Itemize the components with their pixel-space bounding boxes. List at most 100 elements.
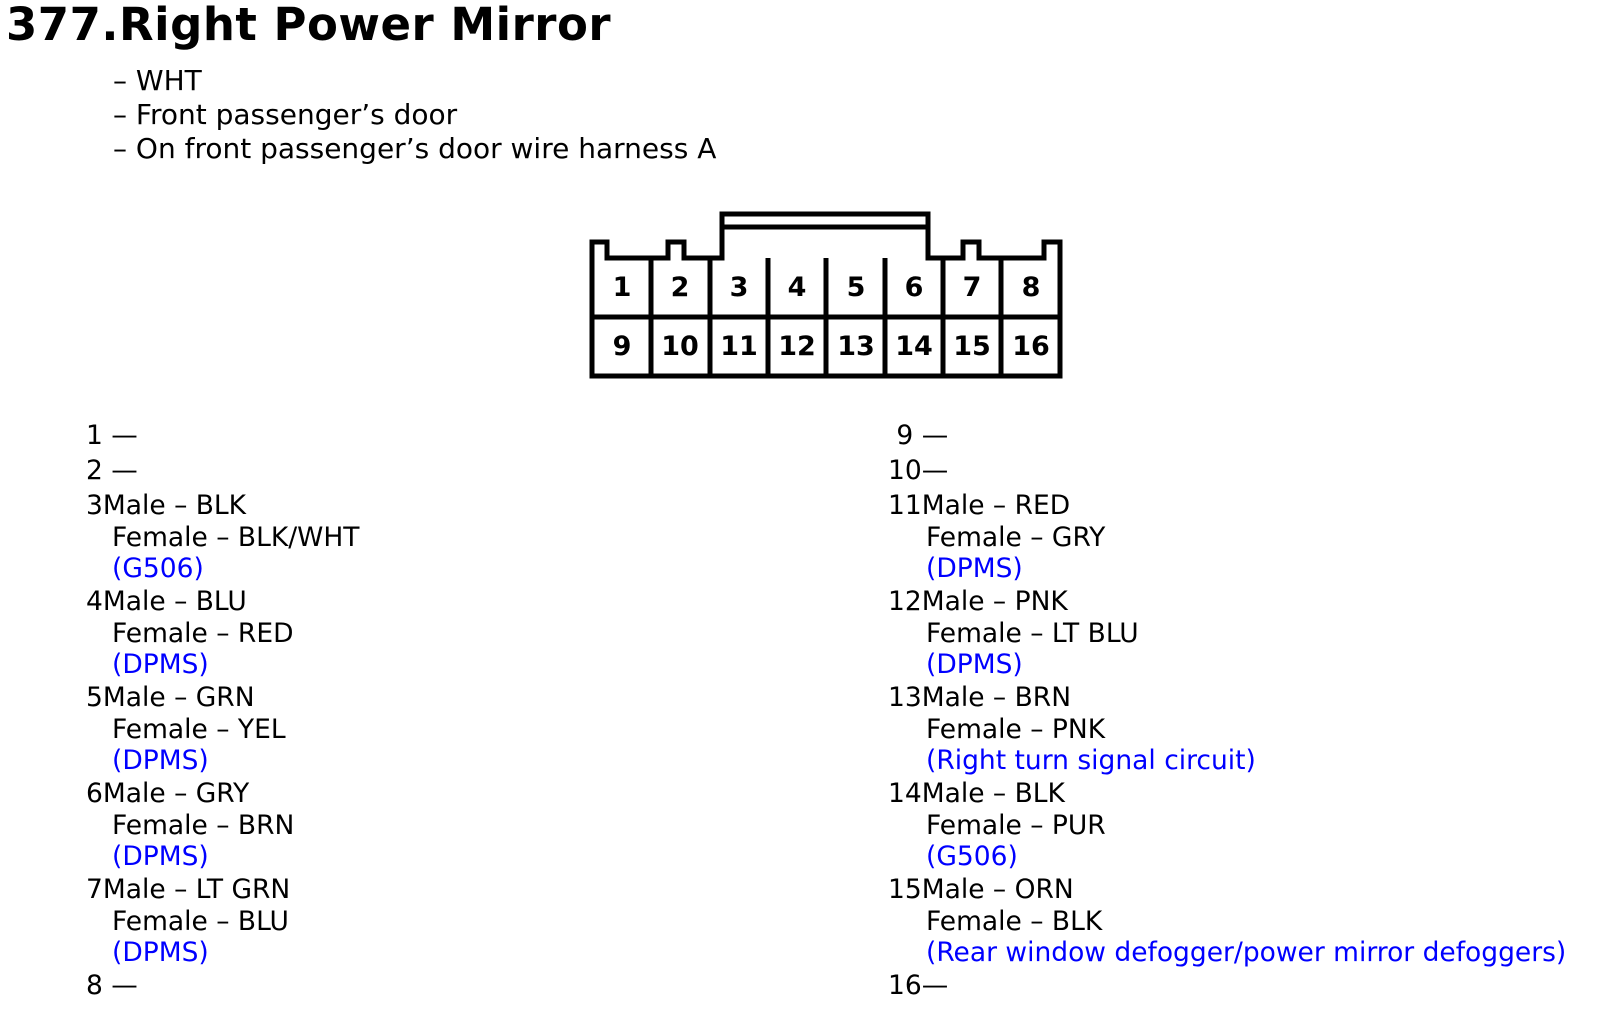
pin-number: 6 [86,778,103,809]
pin-entry: 1 — [86,418,359,453]
pin-male-line: 9 — [888,418,1566,453]
pin-male-wire: Male – ORN [921,874,1074,905]
pin-entry: 9 — [888,418,1566,453]
pin-male-wire: Male – BLU [102,586,247,617]
pin-male-line: 8 — [86,968,359,1003]
cavity-number: 7 [963,272,982,303]
connector-harness: – On front passenger’s door wire harness… [113,132,717,165]
pin-female-wire: Female – BLK [926,906,1103,937]
pin-male-wire: Male – LT GRN [102,874,291,905]
pin-circuit-link[interactable]: (Rear window defogger/power mirror defog… [926,936,1567,968]
pin-male-line: 7Male – LT GRN [86,872,359,907]
pin-male-line: 13Male – BRN [888,680,1566,715]
pin-male-line: 1 — [86,418,359,453]
cavity-number: 4 [788,272,807,303]
pin-number: 12 [888,586,922,617]
pin-male-wire: — [102,455,138,486]
cavity-number: 16 [1012,331,1050,362]
pin-number: 2 [86,455,103,486]
cavity-number: 3 [730,272,749,303]
connector-color: – WHT [113,64,202,97]
pin-male-wire: — [102,420,138,451]
pin-male-wire: — [921,455,949,486]
pin-female-wire: Female – GRY [926,522,1106,553]
pin-number: 11 [888,490,922,521]
pin-circuit-link[interactable]: (DPMS) [112,936,209,968]
cavity-number: 10 [661,331,699,362]
connector-location: – Front passenger’s door [113,98,458,131]
pin-male-wire: — [921,970,949,1001]
cavity-number: 6 [905,272,924,303]
cavity-number: 1 [613,272,632,303]
pin-number: 15 [888,874,922,905]
pin-male-wire: — [102,970,138,1001]
pin-male-wire: Male – GRN [102,682,255,713]
pin-male-wire: — [913,420,949,451]
pin-male-wire: Male – PNK [921,586,1068,617]
pin-entry: 16— [888,968,1566,1003]
pin-circuit-link[interactable]: (DPMS) [926,648,1023,680]
pin-male-wire: Male – BLK [102,490,247,521]
pin-circuit-link[interactable]: (G506) [112,552,204,584]
connector-housing-outline [589,211,1063,379]
pin-male-line: 5Male – GRN [86,680,359,715]
pin-circuit-link[interactable]: (DPMS) [926,552,1023,584]
pin-male-line: 6Male – GRY [86,776,359,811]
pin-male-line: 11Male – RED [888,488,1566,523]
pin-male-wire: Male – RED [921,490,1071,521]
pin-male-line: 2 — [86,453,359,488]
pin-female-wire: Female – BLK/WHT [112,522,360,553]
cavity-number: 11 [720,331,758,362]
pin-circuit-link[interactable]: (G506) [926,840,1018,872]
pin-male-line: 15Male – ORN [888,872,1566,907]
pin-number: 16 [888,970,922,1001]
pin-circuit-link[interactable]: (DPMS) [112,744,209,776]
pin-male-line: 12Male – PNK [888,584,1566,619]
pin-male-line: 14Male – BLK [888,776,1566,811]
pin-number: 1 [86,420,103,451]
pin-female-wire: Female – BRN [112,810,295,841]
pin-circuit-link[interactable]: (DPMS) [112,648,209,680]
pin-circuit-link[interactable]: (Right turn signal circuit) [926,744,1256,776]
pin-male-wire: Male – BRN [921,682,1072,713]
pin-number: 7 [86,874,103,905]
pin-number: 9 [888,420,914,451]
pin-number: 8 [86,970,103,1001]
pin-number: 13 [888,682,922,713]
cavity-number: 5 [847,272,866,303]
pin-female-wire: Female – LT BLU [926,618,1139,649]
pin-male-line: 10— [888,453,1566,488]
cavity-number: 15 [953,331,991,362]
pin-male-wire: Male – BLK [921,778,1065,809]
pin-female-wire: Female – RED [112,618,294,649]
pin-male-line: 16— [888,968,1566,1003]
cavity-number: 9 [613,331,632,362]
pin-male-line: 4Male – BLU [86,584,359,619]
pin-entry: 2 — [86,453,359,488]
pin-circuit-link[interactable]: (DPMS) [112,840,209,872]
pin-female-wire: Female – BLU [112,906,289,937]
pin-number: 4 [86,586,103,617]
pin-female-wire: Female – YEL [112,714,286,745]
cavity-number: 2 [671,272,690,303]
cavity-number: 14 [895,331,933,362]
pin-number: 10 [888,455,922,486]
cavity-number: 8 [1022,272,1041,303]
pin-number: 14 [888,778,922,809]
pin-number: 3 [86,490,103,521]
pin-entry: 10— [888,453,1566,488]
connector-info-list: – WHT – Front passenger’s door – On fron… [113,64,716,166]
pin-entry: 8 — [86,968,359,1003]
pin-female-wire: Female – PUR [926,810,1106,841]
